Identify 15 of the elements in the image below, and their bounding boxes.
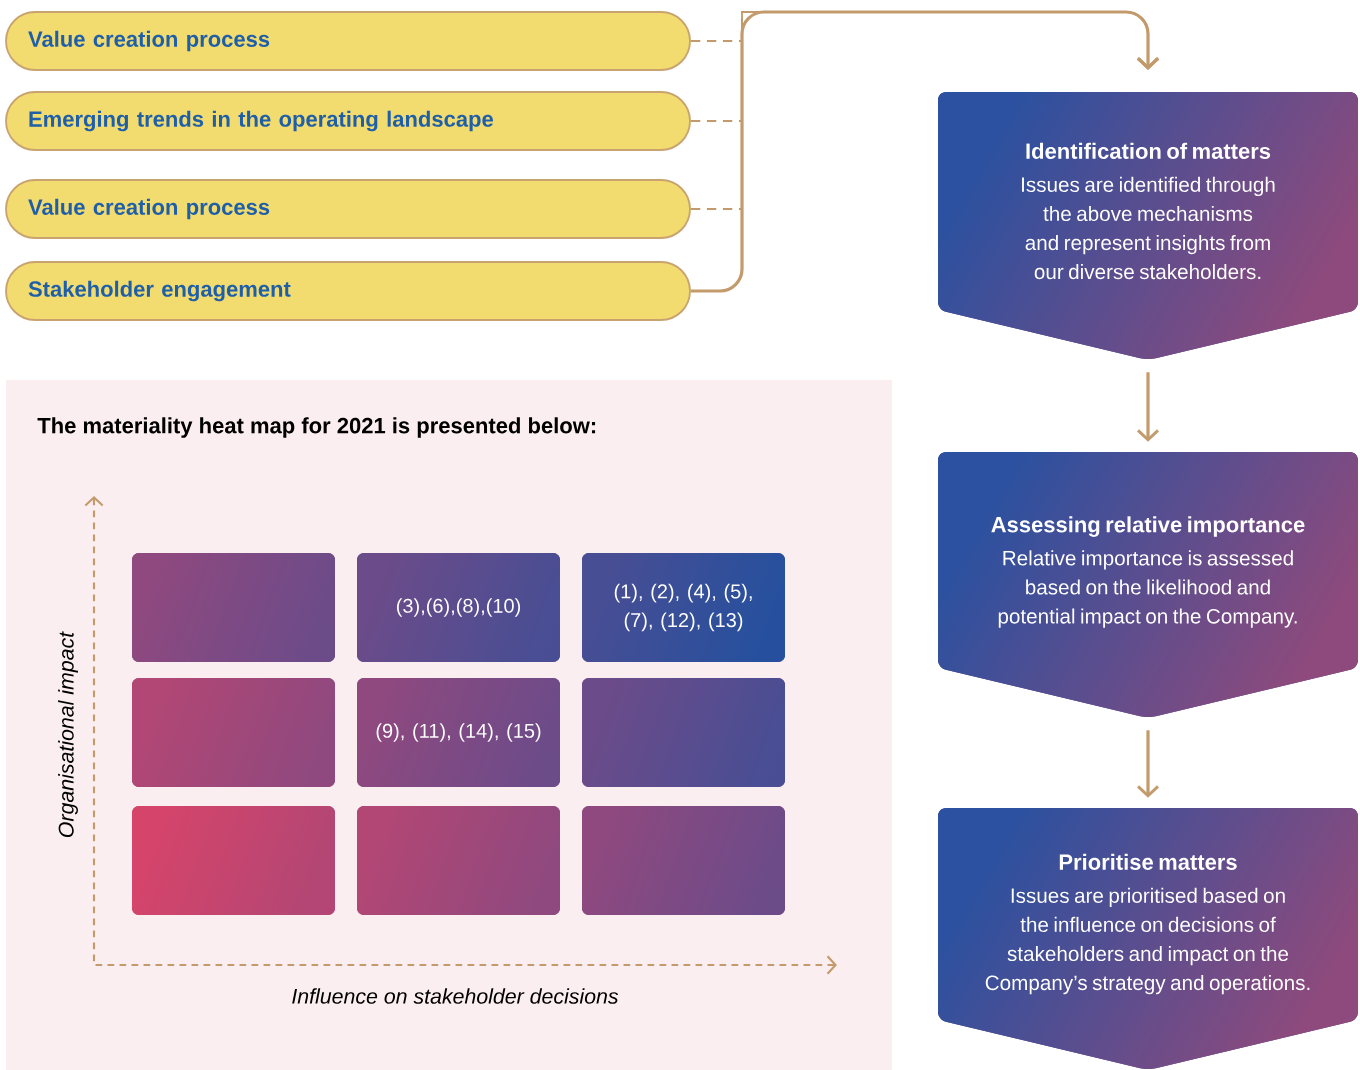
process-step-box: Identification of matters Issues are identified through the above mechanisms and represent insights from our diverse stakeholders.: [938, 92, 1358, 359]
heat-map-cell: (1), (2), (4), (5), (7), (12), (13): [582, 553, 785, 662]
connector-arrow: [1137, 730, 1159, 798]
process-pill: Value creation process: [5, 179, 691, 239]
connector-arrow: [1137, 372, 1159, 442]
process-pill: Stakeholder engagement: [5, 261, 691, 321]
axis-title: Influence on stakeholder decisions: [292, 988, 619, 1004]
heat-map-cell: (3),(6),(8),(10): [357, 553, 560, 662]
process-step-box: Assessing relative importance Relative importance is assessed based on the likelihood and potential impact on the Company.: [938, 452, 1358, 717]
heat-map-cell: (9), (11), (14), (15): [357, 678, 560, 787]
axis-title: Organisational impact: [58, 631, 78, 837]
connector-arrow: [690, 10, 1159, 293]
process-pill: Emerging trends in the operating landscape: [5, 91, 691, 151]
process-pill: Value creation process: [5, 11, 691, 71]
process-step-box: Prioritise matters Issues are prioritised based on the influence on decisions of stakeholders and impact on the Company’s strategy and operations.: [938, 808, 1358, 1069]
